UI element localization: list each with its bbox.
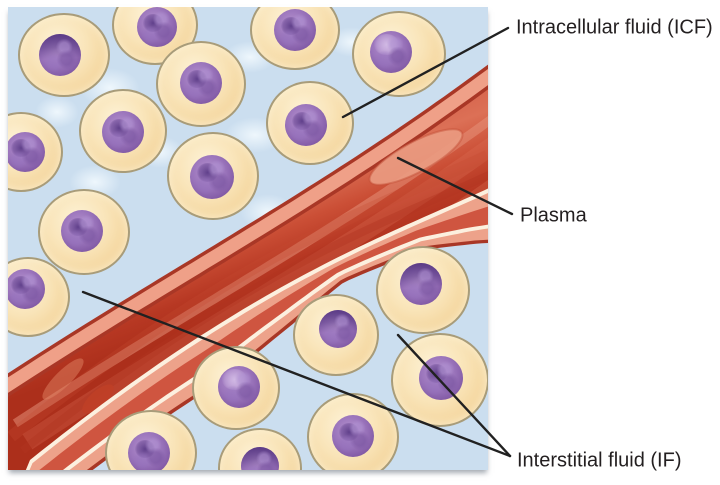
blood-cell-blob <box>42 358 84 400</box>
cell-nucleus <box>332 415 374 457</box>
cell-nucleus <box>102 111 144 153</box>
cell <box>18 13 110 97</box>
label-plasma: Plasma <box>520 204 587 227</box>
cell <box>376 246 470 334</box>
label-interstitial-fluid: Interstitial fluid (IF) <box>517 449 682 472</box>
cell-nucleus <box>319 310 357 348</box>
cell-nucleus <box>137 7 177 47</box>
cell-nucleus <box>419 356 463 400</box>
cell-nucleus <box>400 263 442 305</box>
cell-nucleus <box>39 34 81 76</box>
cell <box>156 41 246 127</box>
cell-nucleus <box>285 104 327 146</box>
cell <box>250 7 340 70</box>
cell-nucleus <box>241 447 279 470</box>
cell <box>192 346 280 430</box>
cell-nucleus <box>61 210 103 252</box>
cell <box>352 11 446 97</box>
cell-nucleus <box>128 432 170 470</box>
cell-nucleus <box>8 132 45 172</box>
cell-nucleus <box>370 31 412 73</box>
cell <box>79 89 167 173</box>
cell-nucleus <box>8 269 45 309</box>
cell <box>391 333 488 427</box>
cell <box>38 189 130 275</box>
cell <box>266 81 354 165</box>
cell-nucleus <box>180 62 222 104</box>
cell <box>167 132 259 220</box>
cell <box>293 294 379 376</box>
cell-nucleus <box>274 9 316 51</box>
label-intracellular-fluid: Intracellular fluid (ICF) <box>516 16 713 39</box>
tissue-illustration <box>8 7 488 470</box>
cell-nucleus <box>190 155 234 199</box>
cell <box>112 7 198 65</box>
cell-nucleus <box>218 366 260 408</box>
